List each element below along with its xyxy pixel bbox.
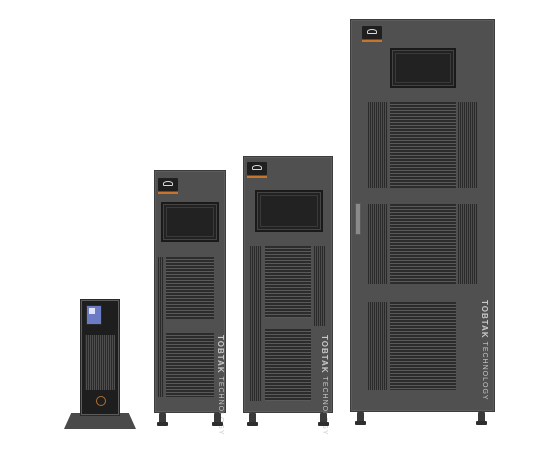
caster-foot xyxy=(355,412,366,425)
rack-ups-logo-icon xyxy=(96,396,106,406)
brand-name: TOBTAK xyxy=(216,335,225,374)
display-screen xyxy=(161,202,219,242)
side-vent xyxy=(368,302,388,390)
side-vent xyxy=(368,204,388,284)
brand-sub: TECHNOLOGY xyxy=(217,376,224,436)
front-vent xyxy=(265,246,311,318)
rack-ups-stand xyxy=(64,413,136,429)
side-vent xyxy=(314,246,326,326)
door-handle[interactable] xyxy=(355,203,361,235)
display-screen xyxy=(255,190,323,232)
front-vent xyxy=(390,204,456,284)
rack-ups-display xyxy=(86,305,102,325)
brand-label: TOBTAK TECHNOLOGY xyxy=(216,335,225,436)
brand-name: TOBTAK xyxy=(480,300,489,339)
brand-sub: TECHNOLOGY xyxy=(321,376,328,436)
caster-foot xyxy=(476,412,487,425)
side-vent xyxy=(368,102,388,188)
brand-label: TOBTAK TECHNOLOGY xyxy=(320,335,329,436)
display-screen xyxy=(390,48,456,88)
logo-accent-bar xyxy=(362,40,382,42)
caster-foot xyxy=(318,413,329,426)
front-vent xyxy=(166,333,214,397)
caster-foot xyxy=(247,413,258,426)
logo-accent-bar xyxy=(158,192,178,194)
brand-logo-icon xyxy=(362,26,382,39)
rack-ups-vent xyxy=(85,335,115,390)
front-vent xyxy=(390,302,456,390)
brand-sub: TECHNOLOGY xyxy=(481,341,488,401)
side-vent xyxy=(458,102,478,188)
caster-foot xyxy=(157,413,168,426)
brand-logo-icon xyxy=(158,178,178,191)
brand-name: TOBTAK xyxy=(320,335,329,374)
side-vent xyxy=(458,204,478,284)
side-vent xyxy=(158,257,164,397)
front-vent xyxy=(265,329,311,401)
brand-logo-icon xyxy=(247,162,267,175)
caster-foot xyxy=(212,413,223,426)
side-vent xyxy=(250,246,262,401)
front-vent xyxy=(166,257,214,319)
logo-accent-bar xyxy=(247,176,267,178)
front-vent xyxy=(390,102,456,188)
brand-label: TOBTAK TECHNOLOGY xyxy=(480,300,489,401)
